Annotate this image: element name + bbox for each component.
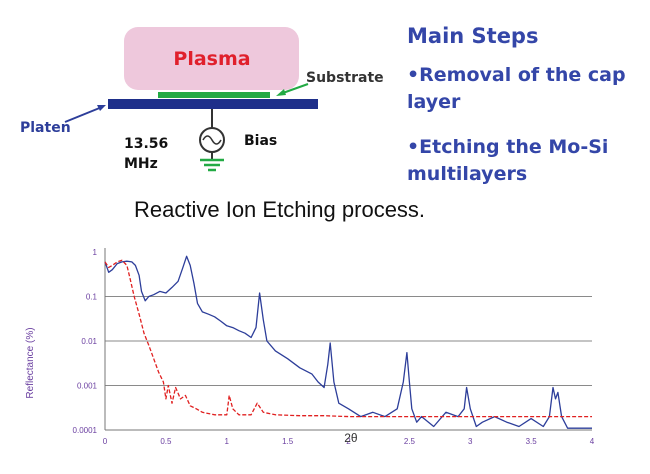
steps-title: Main Steps xyxy=(407,24,539,48)
rie-diagram: Plasma Substrate Platen 13.56 MHz Bias xyxy=(20,27,384,172)
sine-wave-icon xyxy=(202,135,222,145)
chart-grid xyxy=(105,296,592,386)
plasma-label: Plasma xyxy=(173,48,250,70)
chart-labels: 1 0.1 0.01 0.001 0.0001 0 0.5 1 1.5 2 2.5 3 3.5 4 2θ Re… xyxy=(25,248,595,446)
y-tick-label: 0.01 xyxy=(81,337,97,346)
x-tick-label: 0 xyxy=(103,437,108,446)
x-tick-label: 3 xyxy=(468,437,473,446)
y-tick-label: 1 xyxy=(93,248,98,257)
x-tick-label: 2 xyxy=(346,437,351,446)
x-tick-label: 2.5 xyxy=(404,437,416,446)
y-axis-title: Reflectance (%) xyxy=(25,327,36,398)
x-tick-label: 0.5 xyxy=(160,437,172,446)
y-tick-label: 0.001 xyxy=(77,382,98,391)
series-line-1 xyxy=(104,255,592,429)
frequency-label-line1: 13.56 xyxy=(124,136,168,152)
chart-axes xyxy=(104,248,592,431)
frequency-label-line2: MHz xyxy=(124,156,158,172)
step-item-2: •Etching the Mo-Si multilayers xyxy=(407,136,609,185)
x-axis-title: 2θ xyxy=(344,431,358,445)
x-tick-label: 1.5 xyxy=(282,437,294,446)
step-item-1: •Removal of the cap layer xyxy=(407,64,626,113)
x-tick-label: 3.5 xyxy=(526,437,538,446)
substrate-label: Substrate xyxy=(306,70,384,86)
platen-arrowhead xyxy=(97,105,106,111)
plasma-box xyxy=(124,27,299,90)
substrate xyxy=(158,92,270,98)
platen-arrow xyxy=(64,106,103,123)
reflectance-chart: 1 0.1 0.01 0.001 0.0001 0 0.5 1 1.5 2 2.5 3 3.5 4 2θ Re… xyxy=(25,248,595,446)
y-tick-label: 0.0001 xyxy=(73,426,98,435)
figure-caption: Reactive Ion Etching process. xyxy=(134,197,426,222)
series-line-2 xyxy=(104,259,592,418)
platen xyxy=(108,99,318,109)
chart-series xyxy=(104,255,592,429)
x-tick-label: 1 xyxy=(225,437,230,446)
y-tick-label: 0.1 xyxy=(86,293,98,302)
bias-label: Bias xyxy=(244,133,277,149)
x-tick-label: 4 xyxy=(590,437,595,446)
substrate-arrowhead xyxy=(276,89,286,96)
platen-label: Platen xyxy=(20,120,71,136)
